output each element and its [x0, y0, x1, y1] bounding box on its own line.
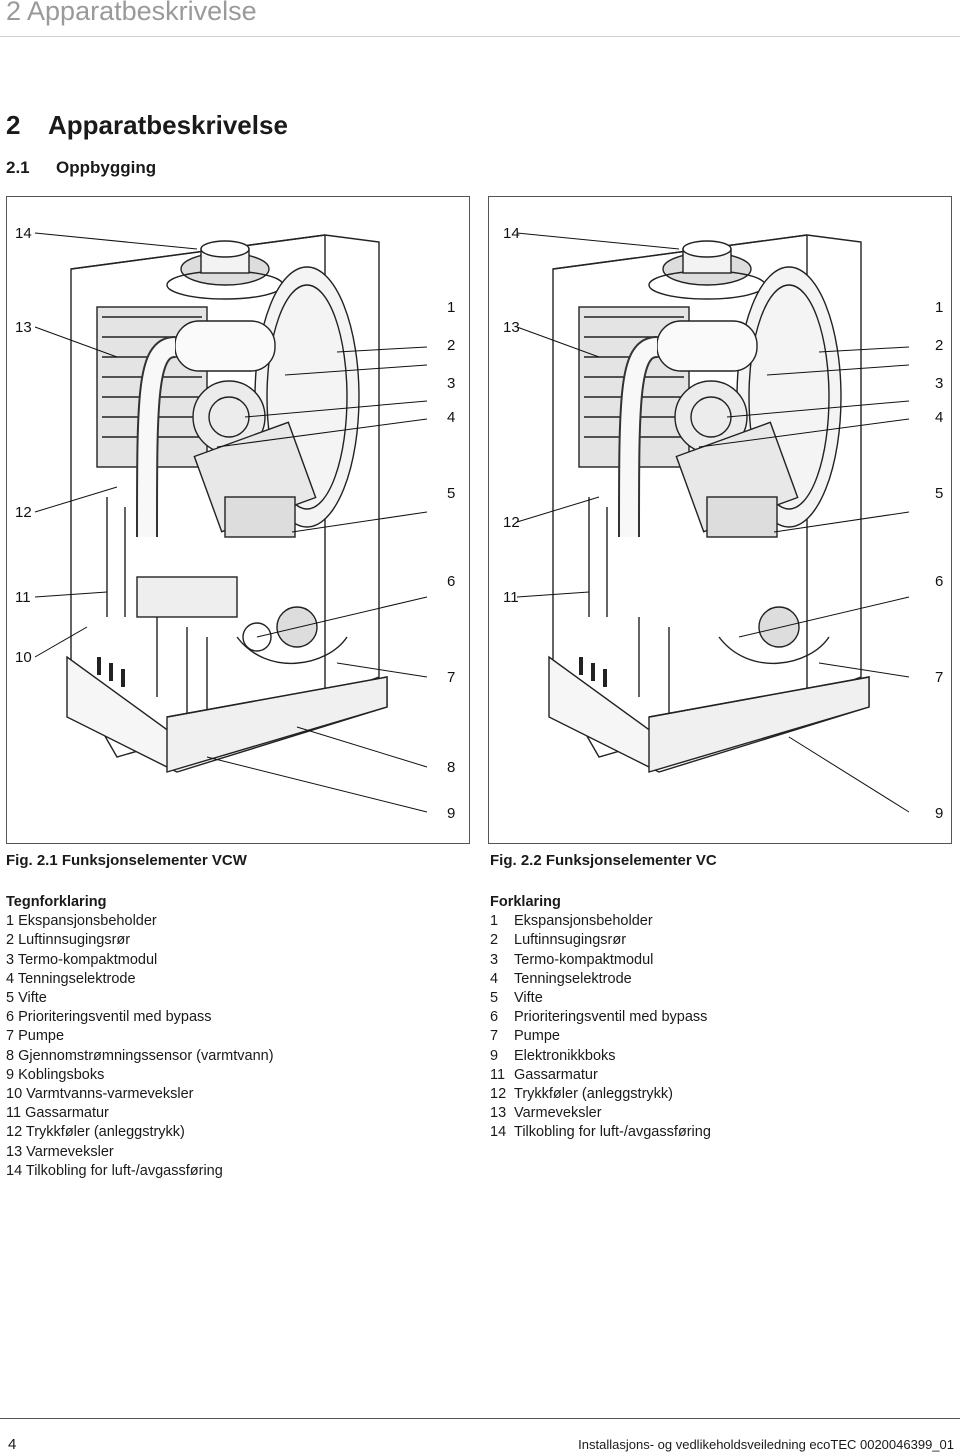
callout-13: 13: [503, 319, 520, 336]
legend-text: Trykkføler (anleggstrykk): [514, 1086, 673, 1103]
legend-vcw: Tegnforklaring 1 Ekspansjonsbeholder 2 L…: [6, 893, 274, 1181]
callout-11: 11: [15, 589, 31, 606]
legend-item: 2 Luftinnsugingsrør: [6, 932, 131, 949]
legend-item: 1 Ekspansjonsbeholder: [6, 913, 157, 930]
legend-item: 1 Ekspansjonsbeholder: [490, 912, 711, 931]
callout-6: 6: [935, 573, 944, 590]
legend-item: 7 Pumpe: [490, 1027, 711, 1046]
subsection-number: 2.1: [6, 158, 30, 177]
section-number: 2: [6, 110, 21, 140]
legend-item: 9 Elektronikkboks: [490, 1047, 711, 1066]
figure-caption-vc: Fig. 2.2 Funksjonselementer VC: [490, 852, 717, 869]
page-number: 4: [8, 1436, 17, 1453]
legend-item: 13 Varmeveksler: [6, 1143, 114, 1160]
callout-7: 7: [447, 669, 456, 686]
legend-item: 4 Tenningselektrode: [6, 970, 136, 987]
callout-5: 5: [935, 485, 944, 502]
legend-number: 14: [490, 1124, 507, 1141]
callout-9: 9: [447, 805, 456, 822]
legend-text: Gassarmatur: [514, 1066, 598, 1083]
callout-2: 2: [447, 337, 456, 354]
legend-text: Ekspansjonsbeholder: [514, 913, 653, 930]
callout-1: 1: [935, 299, 944, 316]
legend-title: Tegnforklaring: [6, 894, 107, 910]
figure-caption-vcw: Fig. 2.1 Funksjonselementer VCW: [6, 852, 247, 869]
legend-text: Prioriteringsventil med bypass: [514, 1009, 708, 1026]
legend-item: 9 Koblingsboks: [6, 1066, 105, 1083]
legend-item: 12 Trykkføler (anleggstrykk): [6, 1124, 185, 1141]
legend-item: 14 Tilkobling for luft-/avgassføring: [6, 1162, 223, 1179]
legend-number: 7: [490, 1028, 499, 1045]
legend-text: Termo-kompaktmodul: [514, 951, 654, 968]
callout-7: 7: [935, 669, 944, 686]
boiler-illustration-vcw: [34, 232, 428, 813]
legend-item: 11 Gassarmatur: [490, 1066, 711, 1085]
legend-text: Tenningselektrode: [514, 970, 632, 987]
legend-text: Tilkobling for luft-/avgassføring: [514, 1124, 711, 1141]
legend-item: 10 Varmtvanns-varmeveksler: [6, 1086, 194, 1103]
section-heading: 2 Apparatbeskrivelse: [6, 110, 288, 141]
callout-6: 6: [447, 573, 456, 590]
footer-rule: [0, 1418, 960, 1419]
legend-item: 2 Luftinnsugingsrør: [490, 931, 711, 950]
legend-item: 4 Tenningselektrode: [490, 970, 711, 989]
legend-item: 3 Termo-kompaktmodul: [6, 951, 158, 968]
legend-number: 3: [490, 951, 499, 968]
legend-vc: Forklaring 1 Ekspansjonsbeholder 2 Luftinn…: [490, 893, 711, 1143]
running-head: 2 Apparatbeskrivelse: [6, 0, 257, 26]
callout-12: 12: [503, 514, 520, 531]
subsection-title: Oppbygging: [56, 158, 157, 177]
boiler-illustration-vc: [516, 232, 910, 813]
callout-1: 1: [447, 299, 456, 316]
callout-13: 13: [15, 319, 32, 336]
legend-item: 6 Prioriteringsventil med bypass: [6, 1009, 212, 1026]
legend-item: 14 Tilkobling for luft-/avgassføring: [490, 1123, 711, 1142]
callout-3: 3: [935, 375, 944, 392]
callout-2: 2: [935, 337, 944, 354]
legend-number: 1: [490, 913, 499, 930]
legend-number: 6: [490, 1009, 499, 1026]
legend-number: 5: [490, 990, 499, 1007]
callout-5: 5: [447, 485, 456, 502]
legend-text: Luftinnsugingsrør: [514, 932, 627, 949]
callout-4: 4: [447, 409, 456, 426]
callout-9: 9: [935, 805, 944, 822]
callout-12: 12: [15, 504, 32, 521]
legend-number: 9: [490, 1047, 499, 1064]
section-title: Apparatbeskrivelse: [48, 110, 288, 140]
callout-3: 3: [447, 375, 456, 392]
legend-item: 3 Termo-kompaktmodul: [490, 951, 711, 970]
legend-item: 6 Prioriteringsventil med bypass: [490, 1008, 711, 1027]
legend-text: Varmeveksler: [514, 1105, 602, 1122]
callout-14: 14: [503, 225, 520, 242]
subsection-heading: 2.1 Oppbygging: [6, 158, 156, 178]
callout-14: 14: [15, 225, 32, 242]
callout-4: 4: [935, 409, 944, 426]
legend-item: 5 Vifte: [490, 989, 711, 1008]
legend-item: 5 Vifte: [6, 990, 47, 1007]
legend-item: 7 Pumpe: [6, 1028, 65, 1045]
legend-item: 8 Gjennomstrømningssensor (varmtvann): [6, 1047, 274, 1064]
legend-item: 11 Gassarmatur: [6, 1105, 109, 1122]
legend-item: 12 Trykkføler (anleggstrykk): [490, 1085, 711, 1104]
legend-number: 4: [490, 970, 499, 987]
legend-text: Pumpe: [514, 1028, 560, 1045]
legend-text: Vifte: [514, 990, 543, 1007]
callout-10: 10: [15, 649, 32, 666]
callout-11: 11: [503, 589, 519, 606]
callout-8: 8: [447, 759, 456, 776]
legend-number: 12: [490, 1086, 507, 1103]
figure-vc: 14 13 12 11 1 2 3 4 5 6 7 9: [488, 196, 952, 844]
legend-title: Forklaring: [490, 894, 561, 910]
legend-item: 13 Varmeveksler: [490, 1104, 711, 1123]
legend-number: 2: [490, 932, 499, 949]
header-rule: [0, 36, 960, 37]
legend-number: 13: [490, 1105, 507, 1122]
legend-text: Elektronikkboks: [514, 1047, 616, 1064]
figure-vcw: 14 13 12 11 10 1 2 3 4 5 6 7 8 9: [6, 196, 470, 844]
legend-number: 11: [490, 1066, 506, 1083]
footer-text: Installasjons- og vedlikeholdsveiledning…: [578, 1437, 954, 1452]
